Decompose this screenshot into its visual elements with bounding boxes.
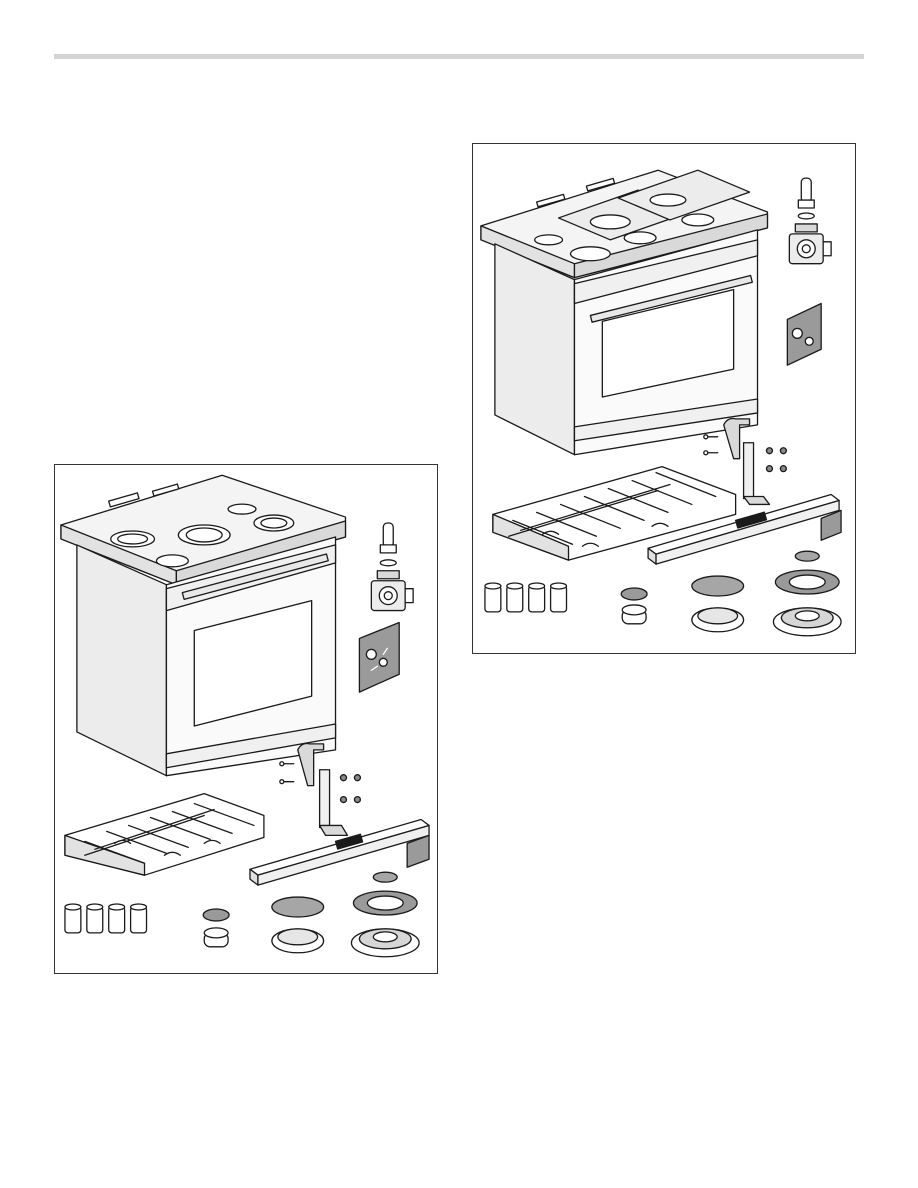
range-30-hardware-bag [359, 623, 399, 693]
range-30-gas-fittings [371, 523, 413, 611]
range-36-hardware-bag [787, 303, 821, 365]
range-30-grates [65, 794, 264, 876]
range-36-leveling-legs [485, 583, 567, 612]
range-36-burner-parts [621, 551, 841, 636]
range-30-burner-parts [203, 872, 419, 957]
range-30-illustration [55, 465, 437, 973]
range-30-anti-tip-hardware [280, 743, 361, 835]
range-36-illustration [473, 144, 855, 653]
range-36-gas-fittings [789, 178, 831, 264]
range-30-body [61, 475, 346, 775]
top-divider-rule [54, 54, 864, 59]
figure-30-inch-range-parts [54, 464, 438, 974]
range-30-leveling-legs [65, 904, 147, 933]
figure-36-inch-range-parts [472, 143, 856, 654]
